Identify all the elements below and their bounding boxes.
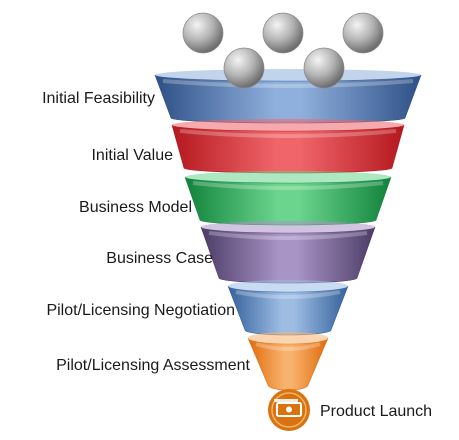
stage-label: Business Model [79,199,192,216]
funnel-stage: Pilot/Licensing Assessment [56,332,329,391]
stage-label: Pilot/Licensing Assessment [56,357,250,374]
person-ball-icon [303,47,345,89]
stage-label: Initial Feasibility [42,90,155,107]
person-ball-icon [223,47,265,89]
stage-label: Business Case [106,250,213,267]
outcome: Product Launch [268,389,432,431]
stage-label: Initial Value [91,147,173,164]
funnel-stage: Business Model [79,171,392,226]
funnel-stage: Initial Feasibility [42,69,422,124]
stage-label: Pilot/Licensing Negotiation [46,302,235,319]
funnel-stage: Initial Value [91,119,405,174]
funnel-stage: Business Case [106,221,376,284]
person-ball-icon [342,12,384,54]
person-ball-icon [182,12,224,54]
money-icon [268,389,310,431]
people-group [182,12,384,89]
person-ball-icon [262,12,304,54]
funnel-stage: Pilot/Licensing Negotiation [46,280,349,336]
outcome-label: Product Launch [320,403,432,420]
